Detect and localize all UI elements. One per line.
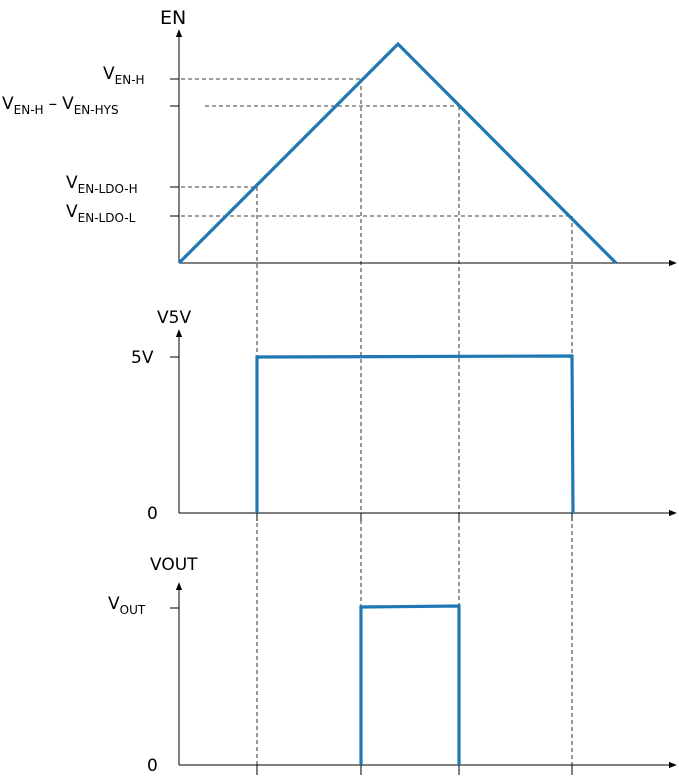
- alignment-guides: [256, 79, 573, 775]
- level-ldo-l-label: VEN-LDO-L: [66, 202, 136, 225]
- v5v-zero-label: 0: [147, 504, 158, 524]
- v5v-high-label: 5V: [131, 348, 154, 368]
- vout-pulse-waveform: [359, 604, 461, 765]
- en-ramp-waveform: [177, 41, 618, 265]
- vout-high-label: VOUT: [108, 594, 146, 617]
- en-panel: EN VEN-H VEN-H–VEN-HYS VEN-LDO-H VEN-LDO…: [2, 7, 677, 267]
- v5v-pulse-waveform: [255, 354, 575, 514]
- v5v-axis-label: V5V: [157, 308, 191, 328]
- level-en-h-label: VEN-H: [103, 64, 145, 87]
- level-en-hys-label: VEN-H–VEN-HYS: [2, 94, 119, 117]
- vout-zero-label: 0: [147, 756, 158, 776]
- level-ldo-h-label: VEN-LDO-H: [66, 173, 138, 196]
- v5v-panel: V5V 5V 0: [131, 308, 677, 524]
- en-axis-label: EN: [160, 7, 186, 29]
- vout-panel: VOUT VOUT 0: [108, 555, 677, 776]
- vout-axis-label: VOUT: [150, 555, 198, 575]
